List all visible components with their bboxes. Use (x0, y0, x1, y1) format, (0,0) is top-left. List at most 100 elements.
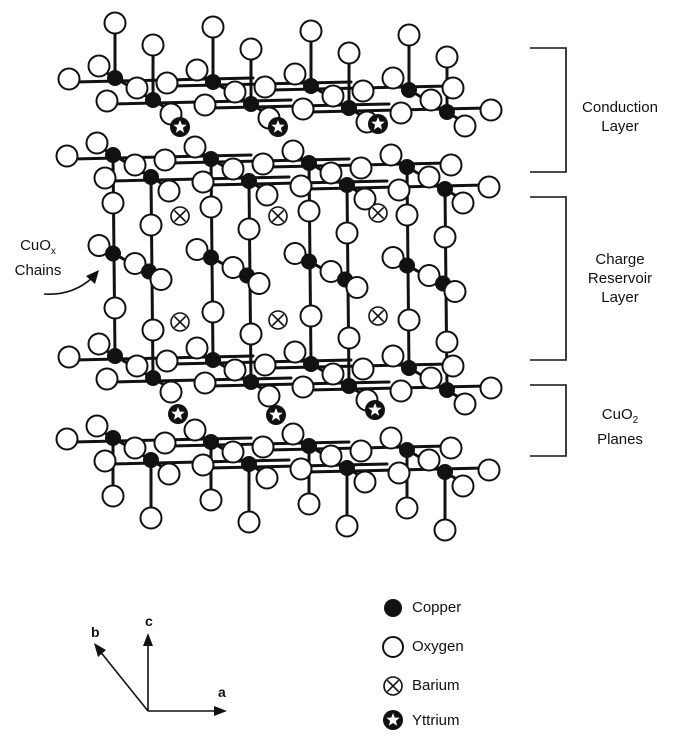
oxygen-atom (57, 67, 81, 91)
oxygen-atom (237, 510, 261, 534)
copper-atom (437, 464, 453, 480)
oxygen-atom (87, 234, 111, 257)
copper-atom (243, 374, 259, 390)
axis-b-line (98, 649, 149, 712)
oxygen-atom (479, 376, 503, 400)
oxygen-atom (477, 458, 501, 482)
copper-atom (301, 155, 317, 171)
copper-atom (205, 352, 221, 368)
legend-yttrium-label: Yttrium (412, 712, 460, 729)
legend-oxygen-symbol (382, 636, 404, 658)
oxygen-atom (283, 340, 307, 364)
copper-atom (399, 159, 415, 175)
oxygen-atom (291, 375, 315, 399)
cuo2-planes-label: CuO2 Planes (597, 406, 643, 448)
oxygen-atom (257, 384, 281, 408)
yttrium-atom (170, 117, 190, 137)
oxygen-atom (199, 195, 223, 219)
oxygen-atom (201, 300, 225, 324)
oxygen-atom (283, 62, 307, 86)
copper-atom (401, 360, 417, 376)
oxygen-atom (201, 15, 225, 39)
charge-reservoir-layer-label: Charge Reservoir Layer (587, 251, 653, 306)
oxygen-atom (95, 89, 119, 113)
oxygen-atom (253, 353, 277, 377)
axis-triad (94, 633, 227, 716)
oxygen-atom (349, 156, 373, 180)
oxygen-atom (297, 199, 321, 223)
oxygen-atom (125, 354, 149, 378)
oxygen-atom (479, 98, 503, 122)
oxygen-atom (443, 280, 467, 303)
oxygen-atom (395, 496, 419, 520)
oxygen-atom (255, 466, 279, 490)
oxygen-atom (395, 203, 419, 227)
oxygen-atom (433, 225, 457, 249)
copper-atom (105, 430, 121, 446)
copper-atom (205, 74, 221, 90)
oxygen-atom (139, 506, 163, 530)
barium-atom (368, 306, 388, 326)
copper-atom (241, 173, 257, 189)
axis-a-label: a (218, 684, 226, 700)
oxygen-atom (441, 76, 465, 100)
oxygen-atom (433, 518, 457, 542)
oxygen-atom (435, 330, 459, 354)
oxygen-atom (185, 336, 209, 360)
axis-b-arrowhead (94, 643, 106, 657)
oxygen-atom (321, 362, 345, 386)
oxygen-atom (353, 470, 377, 494)
copper-atom (341, 378, 357, 394)
oxygen-atom (125, 76, 149, 100)
legend-barium-symbol (383, 676, 403, 696)
oxygen-atom (95, 367, 119, 391)
copper-atom (143, 452, 159, 468)
copper-atom (203, 249, 219, 266)
copper-atom (399, 442, 415, 458)
oxygen-atom (319, 260, 343, 283)
oxygen-atom (237, 217, 261, 241)
oxygen-atom (157, 462, 181, 486)
oxygen-atom (417, 448, 441, 472)
copper-atom (303, 356, 319, 372)
copper-atom (243, 96, 259, 112)
axis-c-label: c (145, 613, 153, 629)
copper-atom (303, 78, 319, 94)
copper-atom (401, 82, 417, 98)
copper-atom (203, 434, 219, 450)
oxygen-atom (183, 135, 207, 159)
oxygen-atom (439, 153, 463, 177)
yttrium-atom (266, 405, 286, 425)
oxygen-atom (345, 276, 369, 299)
oxygen-atom (191, 170, 215, 194)
oxygen-atom (381, 246, 405, 269)
layer-brackets (530, 47, 567, 457)
oxygen-atom (349, 439, 373, 463)
conduction-layer-label: Conduction Layer (582, 99, 658, 135)
yttrium-atom (365, 400, 385, 420)
oxygen-atom (55, 427, 79, 451)
oxygen-atom (337, 41, 361, 65)
oxygen-atom (253, 75, 277, 99)
oxygen-atom (441, 354, 465, 378)
oxygen-atom (451, 474, 475, 498)
oxygen-atom (379, 143, 403, 167)
oxygen-atom (239, 37, 263, 61)
oxygen-atom (417, 165, 441, 189)
oxygen-atom (251, 152, 275, 176)
oxygen-atom (123, 436, 147, 460)
barium-atom (170, 206, 190, 226)
oxygen-atom (149, 268, 173, 291)
arrow-curve (43, 277, 93, 295)
oxygen-atom (183, 418, 207, 442)
barium-atom (170, 312, 190, 332)
oxygen-atom (389, 379, 413, 403)
arrow-head (86, 270, 99, 284)
oxygen-atom (453, 114, 477, 138)
oxygen-atom (87, 54, 111, 78)
oxygen-atom (381, 66, 405, 90)
oxygen-atom (297, 492, 321, 516)
barium-atom (268, 206, 288, 226)
oxygen-atom (387, 461, 411, 485)
